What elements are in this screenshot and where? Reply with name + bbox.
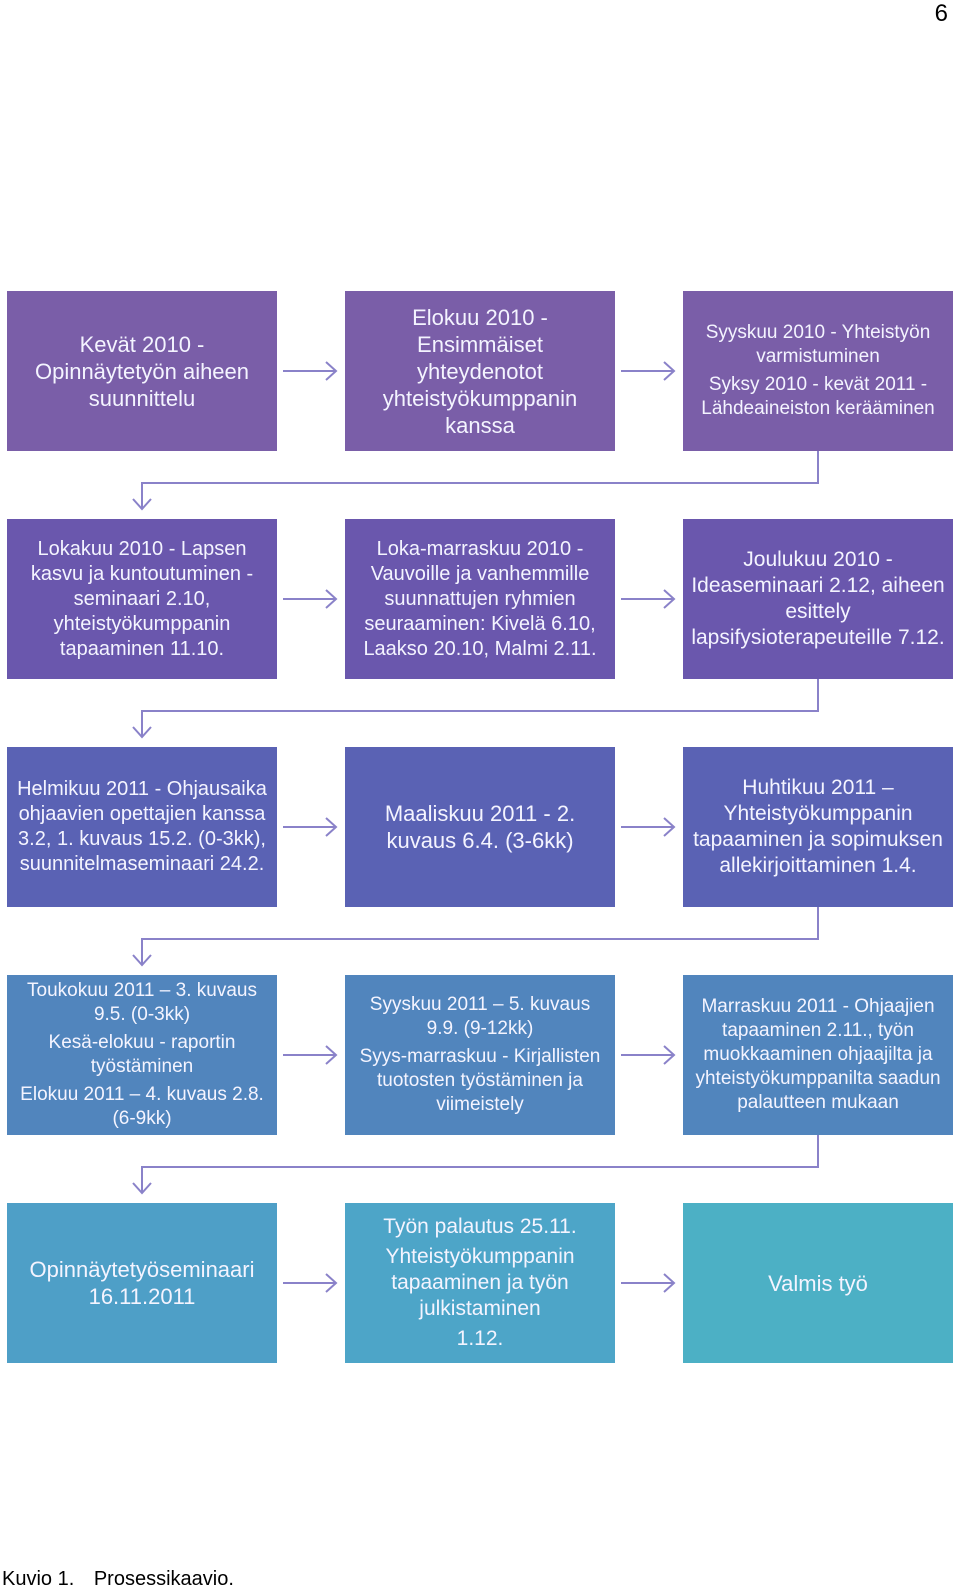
step-box-december-2010: Joulukuu 2010 - Ideaseminaari 2.12, aihe…	[683, 519, 953, 679]
step-text: Yhteistyökumppanin tapaaminen ja työn ju…	[385, 1245, 575, 1320]
step-box-february-2011: Helmikuu 2011 - Ohjausaika ohjaavien ope…	[7, 747, 277, 907]
right-arrow-icon	[621, 589, 676, 609]
row-connector-icon	[132, 451, 819, 511]
step-text: Toukokuu 2011 – 3. kuvaus 9.5. (0-3kk)	[27, 980, 257, 1025]
step-text: Lokakuu 2010 - Lapsen kasvu ja kuntoutum…	[30, 537, 254, 660]
step-text: Elokuu 2010 - Ensimmäiset yhteydenotot y…	[382, 304, 578, 438]
step-box-september-2010: Syyskuu 2010 - Yhteistyön varmistuminen …	[683, 291, 953, 451]
step-text: Syksy 2010 - kevät 2011 - Lähdeaineiston…	[701, 374, 935, 419]
step-box-oct-nov-2010: Loka-marraskuu 2010 - Vauvoille ja vanhe…	[345, 519, 615, 679]
step-text: Loka-marraskuu 2010 - Vauvoille ja vanhe…	[363, 537, 597, 660]
right-arrow-icon	[283, 1045, 338, 1065]
step-text: Opinnäytetyöseminaari 16.11.2011	[29, 1257, 255, 1309]
step-box-november-2011: Marraskuu 2011 - Ohjaajien tapaaminen 2.…	[683, 975, 953, 1135]
page-number: 6	[934, 0, 948, 27]
figure-caption: Kuvio 1. Prosessikaavio.	[2, 1568, 234, 1591]
right-arrow-icon	[283, 361, 338, 381]
step-box-april-2011: Huhtikuu 2011 – Yhteistyökumppanin tapaa…	[683, 747, 953, 907]
right-arrow-icon	[621, 1045, 676, 1065]
step-text: Syyskuu 2010 - Yhteistyön varmistuminen	[705, 322, 931, 367]
right-arrow-icon	[283, 589, 338, 609]
step-text: Elokuu 2011 – 4. kuvaus 2.8. (6-9kk)	[20, 1084, 264, 1129]
row-connector-icon	[132, 679, 819, 739]
step-text: Syys-marraskuu - Kirjallisten tuotosten …	[359, 1046, 601, 1115]
step-text: Kevät 2010 - Opinnäytetyön aiheen suunni…	[34, 331, 250, 411]
right-arrow-icon	[283, 817, 338, 837]
step-box-submission: Työn palautus 25.11. Yhteistyökumppanin …	[345, 1203, 615, 1363]
step-text: Syyskuu 2011 – 5. kuvaus 9.9. (9-12kk)	[369, 994, 591, 1039]
step-box-march-2011: Maaliskuu 2011 - 2. kuvaus 6.4. (3-6kk)	[345, 747, 615, 907]
right-arrow-icon	[621, 361, 676, 381]
caption-label: Kuvio 1.	[2, 1568, 75, 1590]
step-box-thesis-seminar: Opinnäytetyöseminaari 16.11.2011	[7, 1203, 277, 1363]
step-box-spring-2010: Kevät 2010 - Opinnäytetyön aiheen suunni…	[7, 291, 277, 451]
step-text: Helmikuu 2011 - Ohjausaika ohjaavien ope…	[17, 778, 267, 875]
step-text: Huhtikuu 2011 – Yhteistyökumppanin tapaa…	[693, 776, 943, 877]
step-text: Kesä-elokuu - raportin työstäminen	[48, 1032, 236, 1077]
step-box-may-2011: Toukokuu 2011 – 3. kuvaus 9.5. (0-3kk) K…	[7, 975, 277, 1135]
row-connector-icon	[132, 907, 819, 967]
step-text: Joulukuu 2010 - Ideaseminaari 2.12, aihe…	[691, 548, 945, 649]
step-box-october-2010: Lokakuu 2010 - Lapsen kasvu ja kuntoutum…	[7, 519, 277, 679]
step-text: 1.12.	[456, 1327, 504, 1350]
step-box-august-2010: Elokuu 2010 - Ensimmäiset yhteydenotot y…	[345, 291, 615, 451]
row-connector-icon	[132, 1135, 819, 1195]
right-arrow-icon	[621, 1273, 676, 1293]
step-box-september-2011: Syyskuu 2011 – 5. kuvaus 9.9. (9-12kk) S…	[345, 975, 615, 1135]
step-text: Maaliskuu 2011 - 2. kuvaus 6.4. (3-6kk)	[384, 801, 576, 853]
step-text: Marraskuu 2011 - Ohjaajien tapaaminen 2.…	[695, 996, 941, 1113]
step-text: Työn palautus 25.11.	[383, 1215, 577, 1238]
right-arrow-icon	[621, 817, 676, 837]
step-text: Valmis työ	[768, 1270, 868, 1296]
step-box-finished-work: Valmis työ	[683, 1203, 953, 1363]
right-arrow-icon	[283, 1273, 338, 1293]
caption-title: Prosessikaavio.	[93, 1568, 234, 1590]
